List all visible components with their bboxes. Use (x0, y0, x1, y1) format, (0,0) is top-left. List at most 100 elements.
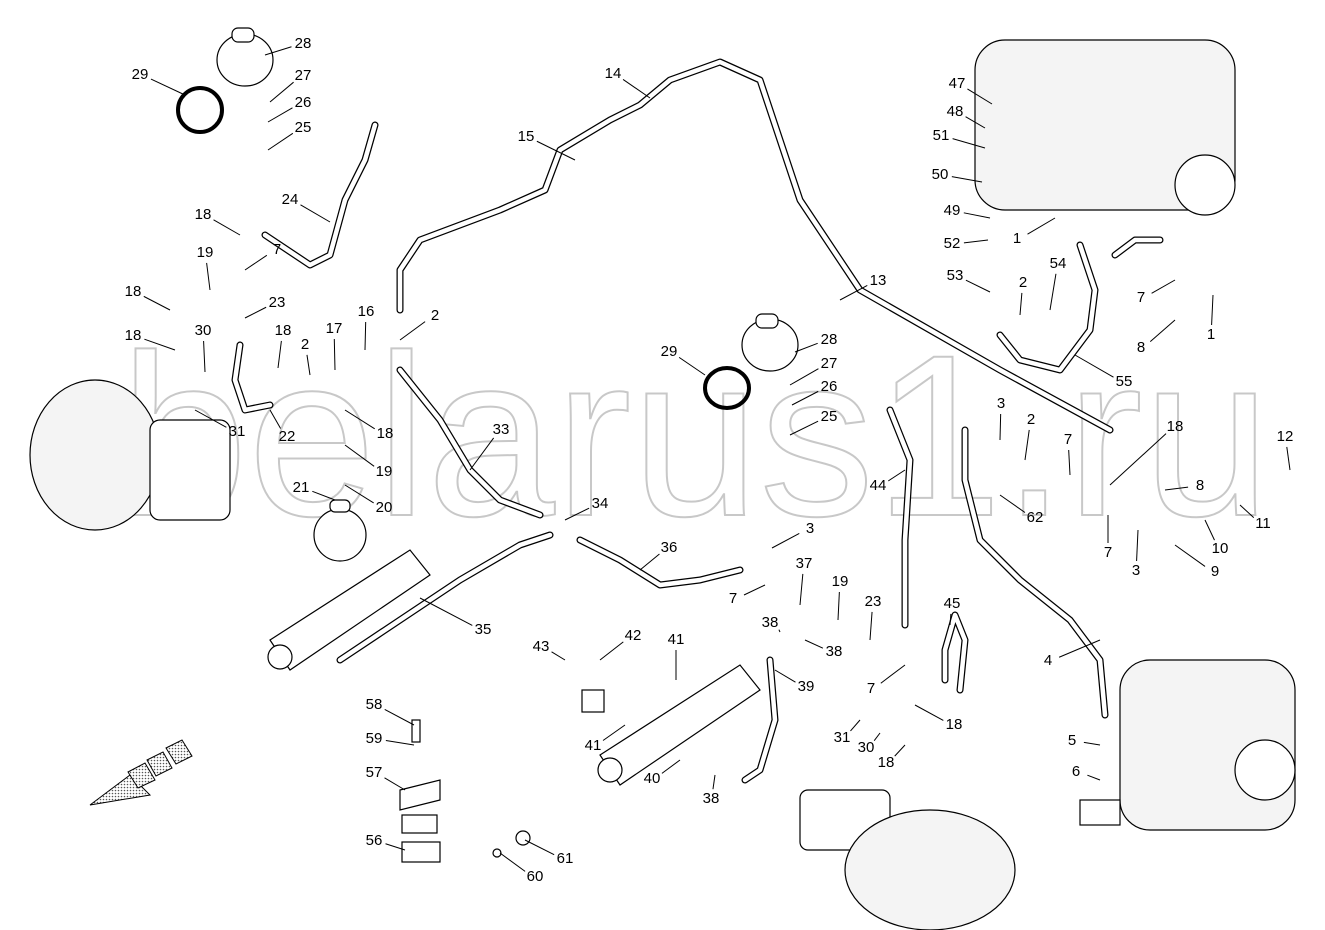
callout-27: 27 (821, 355, 838, 372)
callout-57: 57 (366, 764, 383, 781)
leader-line (914, 704, 944, 721)
pump-bottom-right (1119, 659, 1296, 831)
callout-36: 36 (661, 539, 678, 556)
callout-25: 25 (821, 408, 838, 425)
leader-line (639, 553, 660, 571)
callout-29: 29 (132, 66, 149, 83)
callout-30: 30 (195, 322, 212, 339)
leader-line (399, 321, 426, 341)
leader-line (1239, 504, 1255, 518)
leader-line (880, 664, 906, 684)
bracket-parts (399, 719, 531, 863)
callout-9: 9 (1211, 563, 1219, 580)
leader-line (150, 78, 186, 96)
leader-line (963, 212, 991, 219)
callout-15: 15 (518, 128, 535, 145)
leader-line (306, 354, 311, 376)
callout-25: 25 (295, 119, 312, 136)
leader-line (869, 611, 873, 641)
leader-line (850, 719, 861, 732)
leader-line (524, 839, 555, 856)
hose-12 (942, 612, 968, 693)
leader-line (469, 437, 495, 471)
callout-19: 19 (197, 244, 214, 261)
leader-line (536, 140, 576, 161)
leader-line (551, 651, 566, 661)
accumulator-middle (741, 313, 799, 372)
callout-6: 6 (1072, 763, 1080, 780)
leader-line (799, 573, 804, 606)
callout-29: 29 (661, 343, 678, 360)
motor-left (29, 379, 231, 531)
leader-line (264, 46, 292, 56)
hose-11 (1112, 237, 1163, 258)
callout-45: 45 (944, 595, 961, 612)
leader-line (965, 116, 986, 129)
leader-line (1204, 519, 1215, 541)
callout-7: 7 (1137, 289, 1145, 306)
leader-line (1049, 273, 1057, 311)
cylinder-left (267, 549, 431, 671)
leader-line (622, 79, 651, 99)
callout-60: 60 (527, 868, 544, 885)
callout-28: 28 (821, 331, 838, 348)
leader-line (789, 368, 819, 386)
callout-7: 7 (867, 680, 875, 697)
hose-3 (337, 532, 553, 663)
callout-24: 24 (282, 191, 299, 208)
callout-61: 61 (557, 850, 574, 867)
leader-line (952, 138, 986, 149)
components (29, 27, 1296, 930)
callout-7: 7 (729, 590, 737, 607)
motor-bottom (799, 789, 1016, 930)
leader-line (267, 132, 294, 151)
callout-16: 16 (358, 303, 375, 320)
hose-9 (742, 657, 778, 783)
leader-line (1286, 446, 1291, 471)
callout-12: 12 (1277, 428, 1294, 445)
leader-line (269, 409, 282, 429)
callout-14: 14 (605, 65, 622, 82)
accumulator-top (216, 27, 274, 87)
callout-62: 62 (1027, 509, 1044, 526)
callout-30: 30 (858, 739, 875, 756)
callout-58: 58 (366, 696, 383, 713)
leader-line (951, 176, 983, 183)
callout-8: 8 (1137, 339, 1145, 356)
callout-40: 40 (644, 770, 661, 787)
callout-39: 39 (798, 678, 815, 695)
accumulator-lower (313, 499, 367, 562)
callout-23: 23 (269, 294, 286, 311)
leader-line (1174, 544, 1206, 567)
leader-line (1087, 774, 1101, 781)
callout-3: 3 (1132, 562, 1140, 579)
leader-line (277, 340, 282, 369)
callout-56: 56 (366, 832, 383, 849)
callout-48: 48 (947, 103, 964, 120)
callout-33: 33 (493, 421, 510, 438)
leader-line (678, 356, 706, 376)
leader-line (1151, 279, 1176, 294)
callout-49: 49 (944, 202, 961, 219)
callout-11: 11 (1255, 515, 1271, 532)
callout-4: 4 (1044, 652, 1052, 669)
leader-line (1058, 639, 1101, 658)
leader-line (312, 490, 336, 501)
callout-21: 21 (293, 479, 310, 496)
leader-line (1109, 433, 1167, 486)
callout-28: 28 (295, 35, 312, 52)
leader-line (839, 285, 868, 301)
callout-31: 31 (229, 423, 246, 440)
hose-4 (577, 537, 743, 588)
callout-18: 18 (275, 322, 292, 339)
leader-line (1211, 294, 1214, 326)
cylinder-right (597, 664, 761, 786)
hose-8 (962, 427, 1108, 718)
callout-38: 38 (826, 643, 843, 660)
leader-line (771, 533, 800, 549)
leader-line (206, 262, 211, 291)
leader-line (267, 107, 293, 123)
callout-42: 42 (625, 627, 642, 644)
